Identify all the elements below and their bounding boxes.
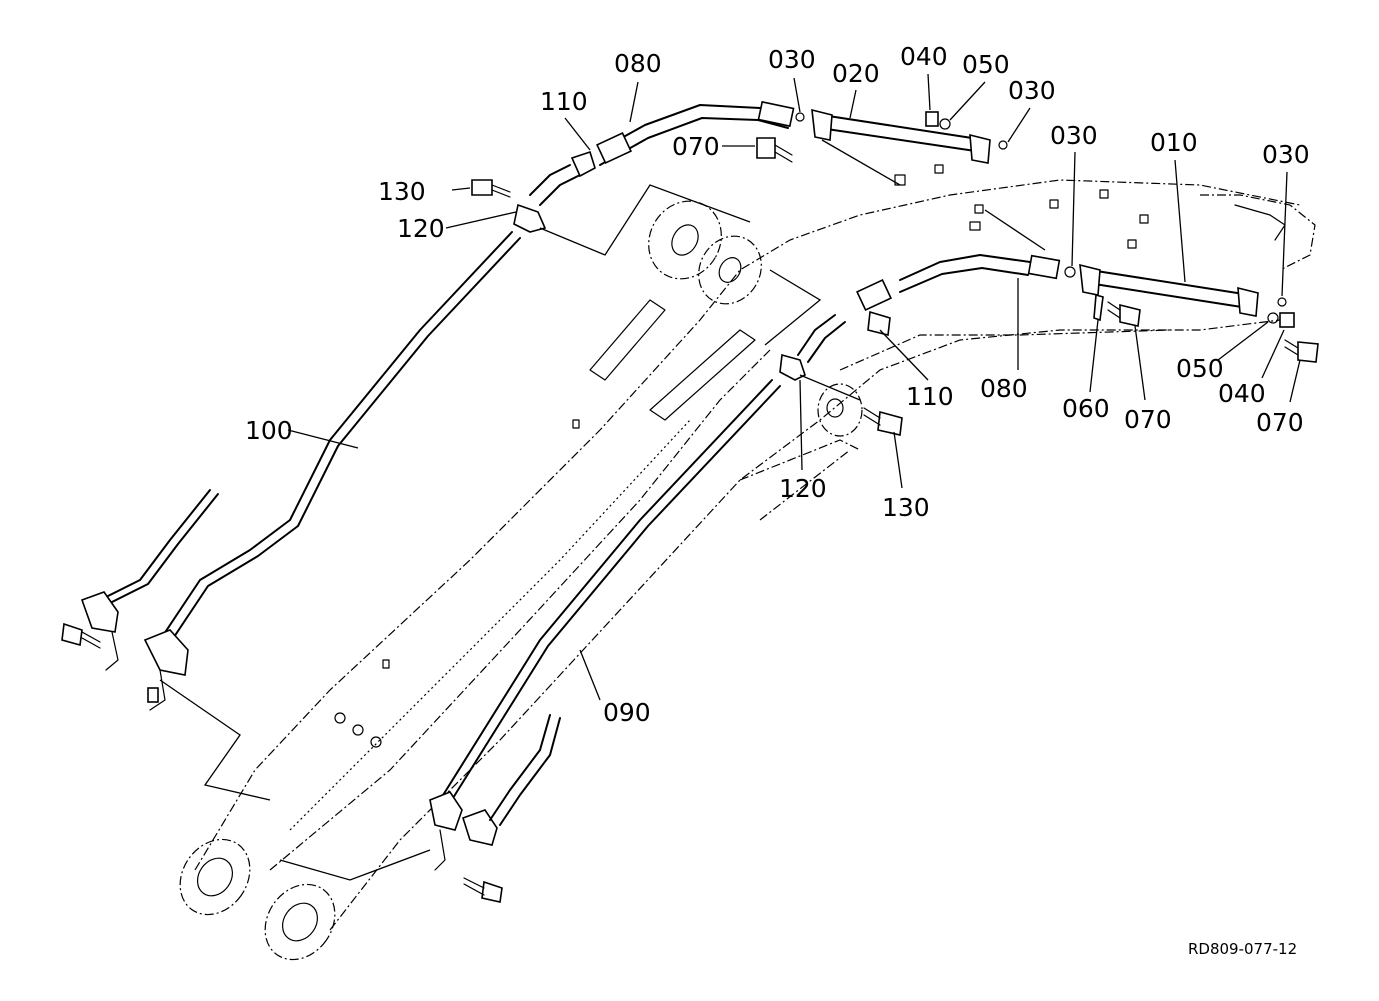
label-110-mid: 110 [906, 382, 954, 411]
label-030-d: 030 [1262, 140, 1310, 169]
label-040-mid: 040 [1218, 379, 1266, 408]
label-100: 100 [245, 416, 293, 445]
label-030-b: 030 [1008, 76, 1056, 105]
label-130-mid: 130 [882, 493, 930, 522]
label-030-c: 030 [1050, 121, 1098, 150]
hose-080-top [596, 100, 795, 166]
label-010: 010 [1150, 128, 1198, 157]
hose-110-mid [797, 310, 891, 363]
label-070-mid: 070 [1124, 405, 1172, 434]
hose-110-top [529, 150, 596, 206]
label-090: 090 [603, 698, 651, 727]
boom-structure [179, 164, 1316, 961]
label-110-top: 110 [540, 87, 588, 116]
label-130-top: 130 [378, 177, 426, 206]
leader-lines [159, 73, 1301, 881]
label-050-mid: 050 [1176, 354, 1224, 383]
label-030-a: 030 [768, 45, 816, 74]
label-080-mid: 080 [980, 374, 1028, 403]
label-040-top: 040 [900, 42, 948, 71]
pipe-020 [811, 108, 991, 164]
label-020: 020 [832, 59, 880, 88]
label-060: 060 [1062, 394, 1110, 423]
label-070-right: 070 [1256, 408, 1304, 437]
hose-080-mid [856, 254, 1061, 312]
drawing-reference: RD809-077-12 [1188, 940, 1297, 958]
pipe-090 [429, 353, 806, 871]
part-labels: 080 110 130 120 030 020 040 050 030 070 … [245, 42, 1310, 727]
pipe-lower-extra [80, 489, 561, 826]
small-parts [61, 111, 1319, 903]
pipe-010 [1079, 263, 1259, 317]
pipe-100 [143, 203, 547, 711]
label-050-top: 050 [962, 50, 1010, 79]
label-070-top: 070 [672, 132, 720, 161]
label-080-top: 080 [614, 49, 662, 78]
label-120-top: 120 [397, 214, 445, 243]
label-120-mid: 120 [779, 474, 827, 503]
